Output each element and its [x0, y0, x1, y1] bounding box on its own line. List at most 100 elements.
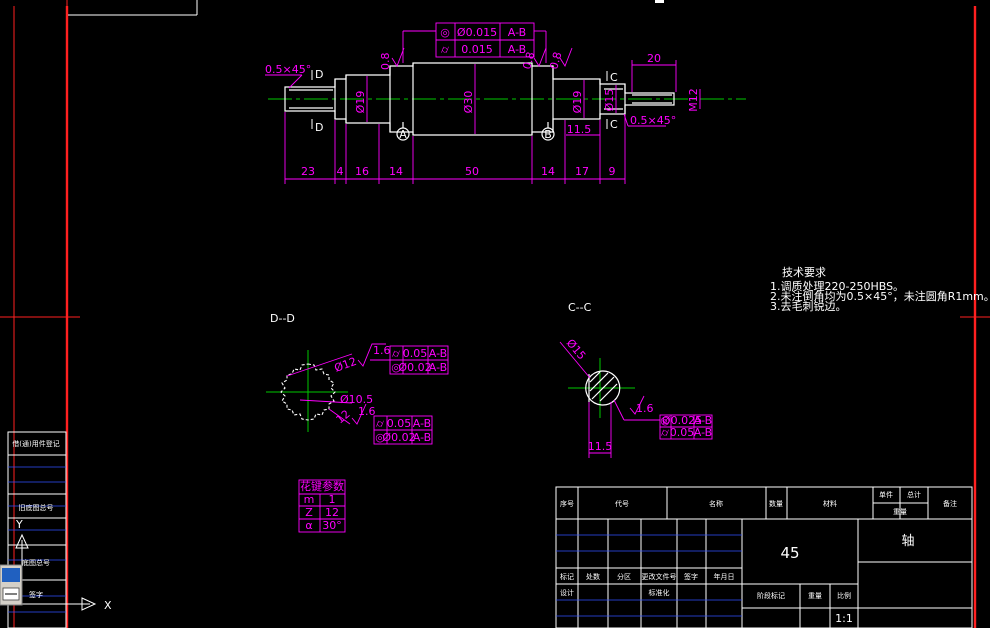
spline-row-1-key: m [304, 493, 315, 506]
tol-2-value: 0.015 [461, 43, 493, 56]
cc-tol-2-value: 0.05 [670, 426, 695, 439]
main-tolerance-frames [402, 22, 547, 63]
section-mark-d-bottom: D [315, 121, 323, 134]
cc-tol-1-datum: A-B [694, 414, 712, 427]
tb-label-change: 更改文件号 [642, 572, 677, 581]
section-cc-title: C--C [568, 301, 592, 314]
tb-header-qty: 数量 [769, 499, 783, 508]
spline-row-2-key: Z [305, 506, 313, 519]
dd-top-1-symbol: ⌭ [392, 347, 400, 360]
cc-tol-1-symbol: ◎ [660, 414, 670, 427]
tb-weight: 重量 [808, 592, 822, 600]
title-block: 序号 代号 名称 数量 材料 单件 总计 重量 备注 45 轴 标记 处数 分区… [555, 486, 973, 628]
dd-bot-1-datum: A-B [413, 417, 431, 430]
tb-design: 设计 [560, 588, 574, 597]
dd-top-2-symbol: ◎ [391, 361, 401, 374]
tb-part-name: 轴 [901, 534, 914, 549]
tol-2-datum: A-B [508, 43, 526, 56]
dd-bot-1-value: 0.05 [387, 417, 412, 430]
dia-30: Ø30 [462, 91, 475, 114]
tb-label-sign: 签字 [684, 572, 698, 581]
strip-label-2: 旧底图总号 [19, 503, 54, 512]
tb-header-total: 总计 [907, 490, 921, 499]
dim-14-left: 14 [389, 165, 403, 178]
tb-header-remark: 备注 [943, 499, 957, 508]
dim-9: 9 [609, 165, 616, 178]
spline-table-title: 花键参数 [300, 479, 344, 493]
dim-20: 20 [647, 52, 661, 65]
dd-roughness-2: 1.6 [358, 405, 376, 418]
dim-17: 17 [575, 165, 589, 178]
cc-dia: Ø15 [564, 337, 589, 363]
dd-dia-outer: Ø12 [333, 355, 359, 375]
ucs-y-label: Y [15, 518, 23, 531]
dia-15: Ø15 [603, 89, 616, 112]
strip-label-4: 签字 [29, 590, 43, 599]
tb-label-mark: 标记 [560, 572, 574, 581]
section-mark-c-top: C [610, 71, 618, 84]
dim-4: 4 [337, 165, 344, 178]
tol-2-symbol: ⌭ [441, 43, 449, 56]
tb-header-material: 材料 [823, 499, 837, 508]
strip-label-1: 借(通)用件登记 [12, 439, 59, 448]
dim-11-5: 11.5 [567, 123, 592, 136]
section-dd: D--D Ø12 Ø10.5 12 1.6 1.6 ⌭ 0.05 A-B ◎ Ø… [266, 312, 449, 445]
dd-top-2-value: Ø0.02 [398, 361, 431, 374]
tb-material: 45 [780, 544, 799, 562]
dia-19-right: Ø19 [571, 91, 584, 114]
tb-label-date: 年月日 [714, 572, 735, 581]
tech-req-line-2: 2.未注倒角均为0.5×45°，未注圆角R1mm。 [770, 289, 990, 303]
chamfer-right: 0.5×45° [630, 114, 676, 127]
dd-top-1-datum: A-B [429, 347, 447, 360]
dd-bot-2-value: Ø0.02 [382, 431, 415, 444]
dim-16: 16 [355, 165, 369, 178]
technical-requirements: 技术要求 1.调质处理220-250HBS。 2.未注倒角均为0.5×45°，未… [770, 266, 990, 313]
tb-scale-label: 比例 [837, 591, 851, 600]
tech-req-line-3: 3.去毛刺锐边。 [770, 299, 847, 313]
dim-50: 50 [465, 165, 479, 178]
datum-a: A [399, 128, 407, 141]
dd-bot-2-datum: A-B [413, 431, 431, 444]
tb-label-zone: 分区 [617, 572, 631, 581]
main-view: 23 4 16 14 50 14 17 9 Ø19 Ø30 Ø19 Ø15 M1… [265, 22, 746, 184]
tb-header-name: 名称 [709, 499, 723, 508]
section-mark-c-bottom: C [610, 118, 618, 131]
cc-roughness: 1.6 [636, 402, 654, 415]
roughness-3: 0.8 [547, 51, 564, 71]
cc-tol-2-symbol: ⌭ [661, 426, 669, 439]
spline-table: 花键参数 m 1 Z 12 α 30° [298, 479, 346, 533]
section-cc: C--C Ø15 11.5 1.6 ◎ Ø0.025 A-B ⌭ 0.05 A-… [559, 301, 713, 458]
tb-header-code: 代号 [615, 499, 629, 508]
cc-profile [585, 370, 621, 406]
dim-14-right: 14 [541, 165, 555, 178]
tol-1-symbol: ◎ [440, 26, 450, 39]
spline-profile [280, 363, 336, 421]
tol-1-datum: A-B [508, 26, 526, 39]
dd-bot-2-symbol: ◎ [375, 431, 385, 444]
tol-1-value: Ø0.015 [457, 26, 497, 39]
spline-row-1-val: 1 [329, 493, 336, 506]
datum-b: B [544, 128, 552, 141]
tb-stage-mark: 阶段标记 [757, 591, 785, 600]
dd-dia-inner: Ø10.5 [340, 393, 373, 406]
bottom-dimension-chain [284, 112, 626, 184]
spline-row-3-val: 30° [322, 519, 342, 532]
cc-dim: 11.5 [588, 440, 613, 453]
cc-tol-1-value: Ø0.025 [662, 414, 702, 427]
strip-label-3: 底图总号 [22, 558, 50, 567]
section-dd-title: D--D [270, 312, 295, 325]
left-strip: 借(通)用件登记 旧底图总号 底图总号 签字 [7, 431, 67, 628]
dia-19-left: Ø19 [354, 91, 367, 114]
dd-bot-1-symbol: ⌭ [376, 417, 384, 430]
tb-header-seq: 序号 [560, 499, 574, 508]
chamfer-left: 0.5×45° [265, 63, 311, 76]
floating-toolbar[interactable] [0, 564, 23, 606]
ucs-x-label: X [104, 599, 112, 612]
roughness-2: 0.8 [520, 51, 537, 71]
tb-label-count: 处数 [586, 572, 600, 581]
tb-mass-label: 重量 [893, 508, 907, 516]
tech-req-title: 技术要求 [782, 266, 826, 279]
tb-header-unit: 单件 [879, 490, 893, 499]
